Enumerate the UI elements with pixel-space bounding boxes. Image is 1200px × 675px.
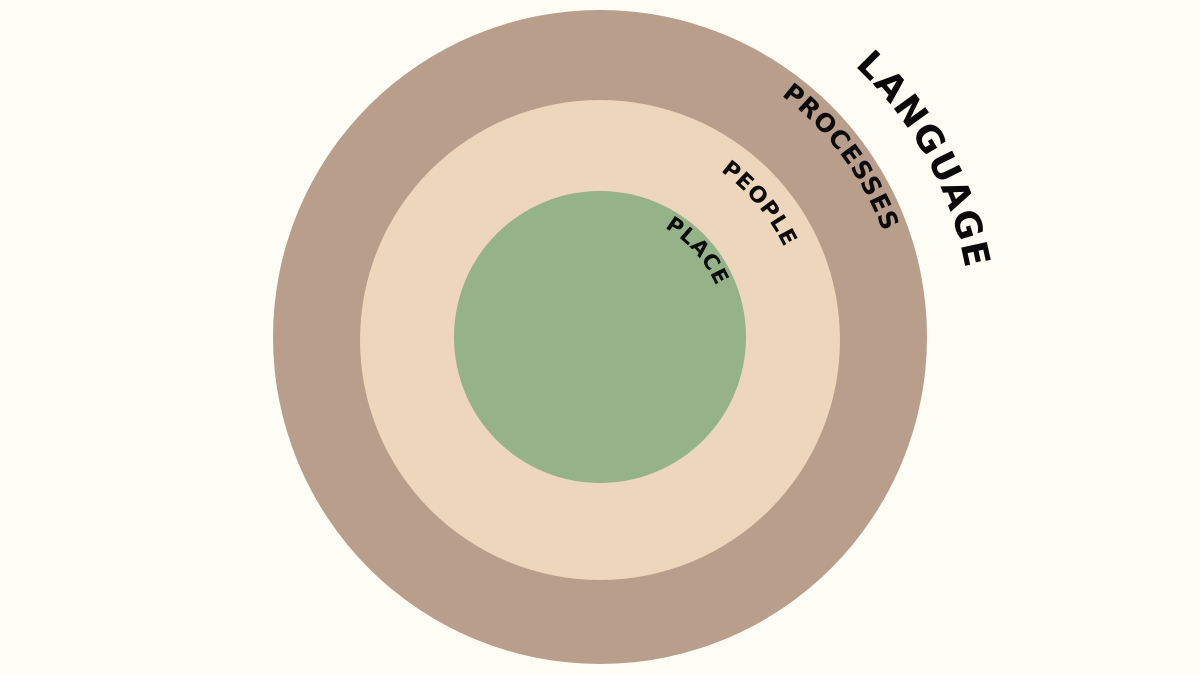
- inner-circle-place: [454, 191, 746, 483]
